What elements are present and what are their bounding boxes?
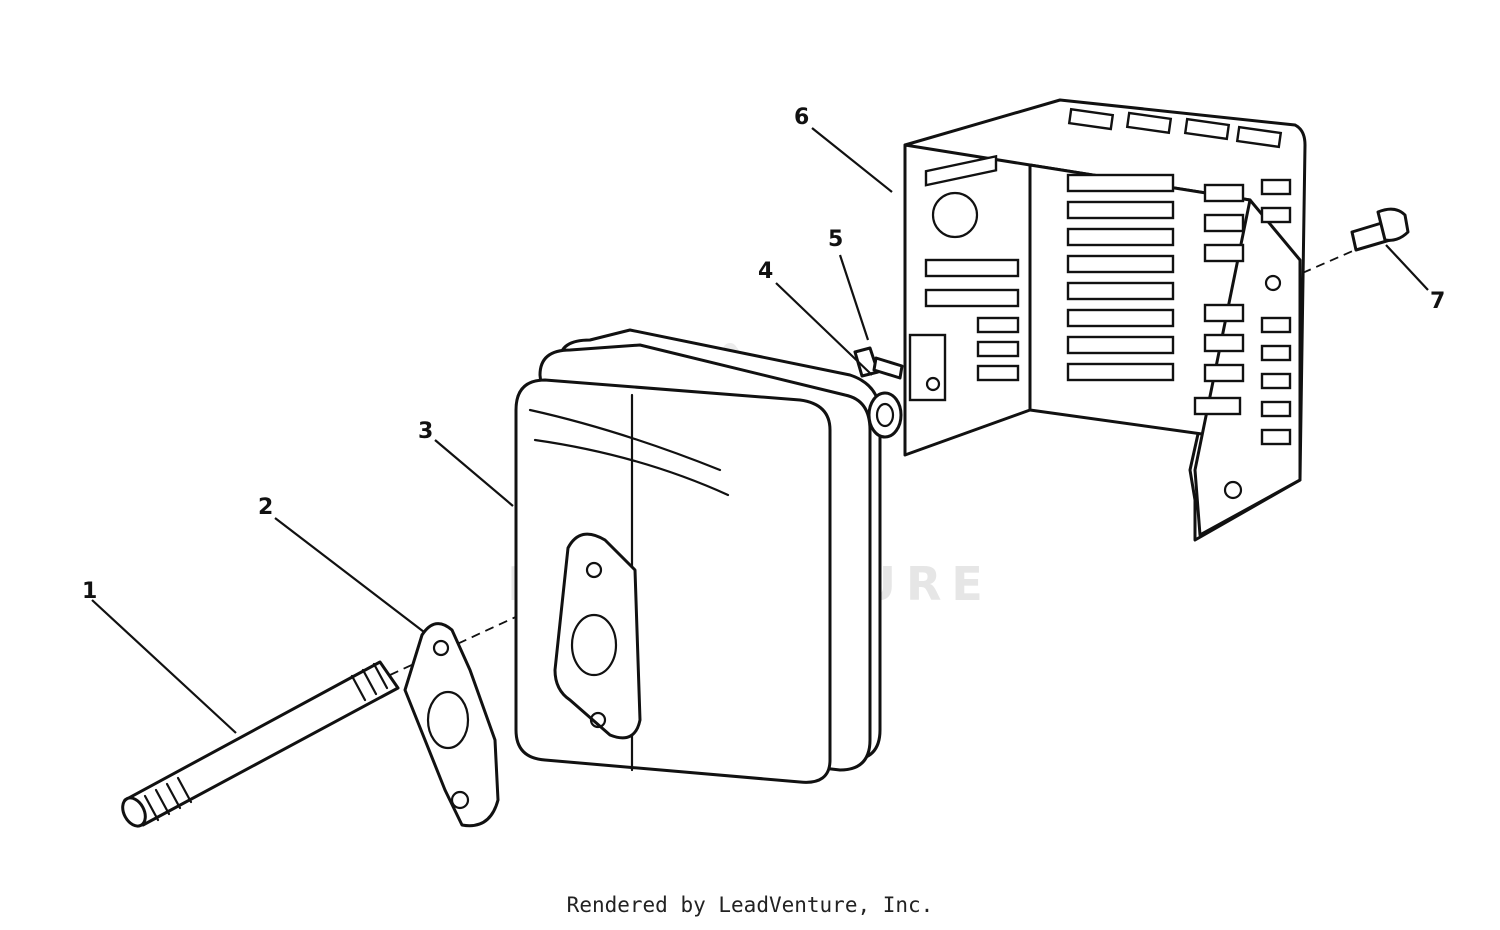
shield-top-vents <box>1067 107 1283 149</box>
part-washer <box>867 391 903 439</box>
part-bolt-short <box>853 346 904 380</box>
callout-2: 2 <box>258 495 273 520</box>
callout-7: 7 <box>1430 289 1445 314</box>
shield-center-vents <box>1066 173 1245 416</box>
part-gasket <box>403 622 500 828</box>
callout-3: 3 <box>418 419 433 444</box>
part-stud <box>121 660 400 828</box>
part-muffler <box>514 328 882 784</box>
footer-credit: Rendered by LeadVenture, Inc. <box>566 893 934 917</box>
part-bolt-long <box>1350 207 1410 252</box>
callout-6: 6 <box>794 105 809 130</box>
shield-left-vents <box>908 154 1020 402</box>
callout-1: 1 <box>82 579 97 604</box>
callout-4: 4 <box>758 259 773 284</box>
leader-lines <box>91 127 1429 734</box>
part-heat-shield <box>903 98 1307 542</box>
callout-5: 5 <box>828 227 843 252</box>
shield-right-vents <box>1260 178 1292 446</box>
